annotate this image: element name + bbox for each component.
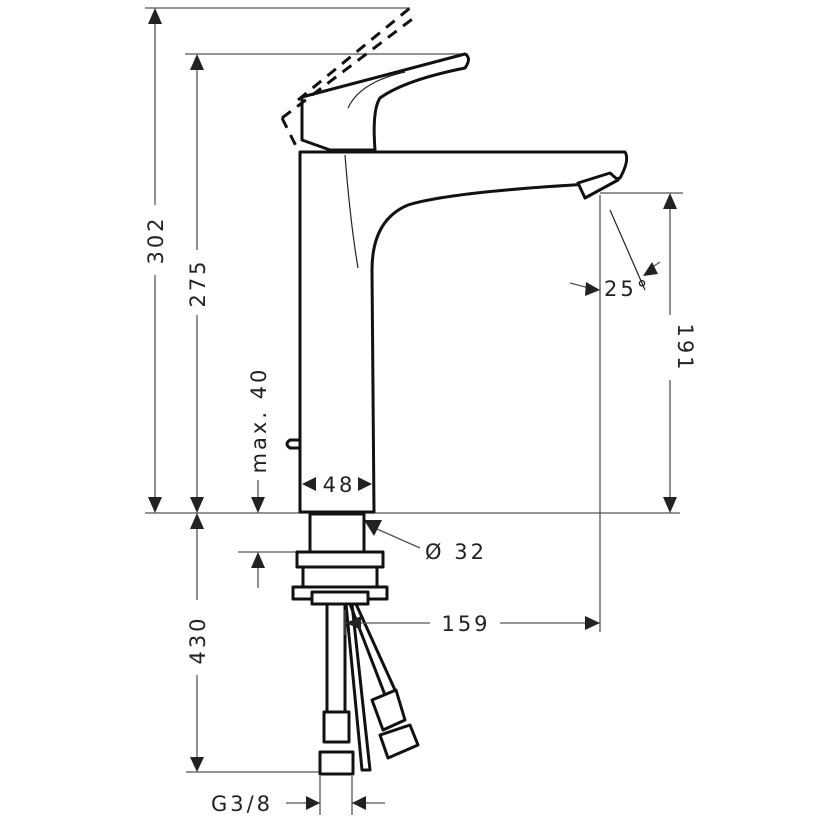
dimension-lines — [148, 8, 677, 810]
label-25-degrees: 25° — [604, 277, 650, 301]
extension-lines — [145, 7, 683, 815]
dimension-labels: 302 275 max. 40 191 48 Ø 32 159 430 G3/8… — [144, 215, 697, 816]
faucet-body — [280, 6, 629, 514]
supply-hoses — [318, 602, 420, 776]
label-302: 302 — [144, 215, 168, 264]
label-430: 430 — [186, 615, 210, 664]
label-275: 275 — [186, 258, 210, 307]
label-max-40: max. 40 — [247, 367, 271, 474]
label-191: 191 — [673, 323, 697, 372]
label-diameter-32: Ø 32 — [425, 540, 487, 564]
label-159: 159 — [441, 612, 490, 636]
mounting-assembly — [291, 512, 389, 606]
label-48: 48 — [323, 473, 356, 497]
spray-angle-line — [609, 209, 646, 291]
label-g3-8: G3/8 — [211, 792, 273, 816]
